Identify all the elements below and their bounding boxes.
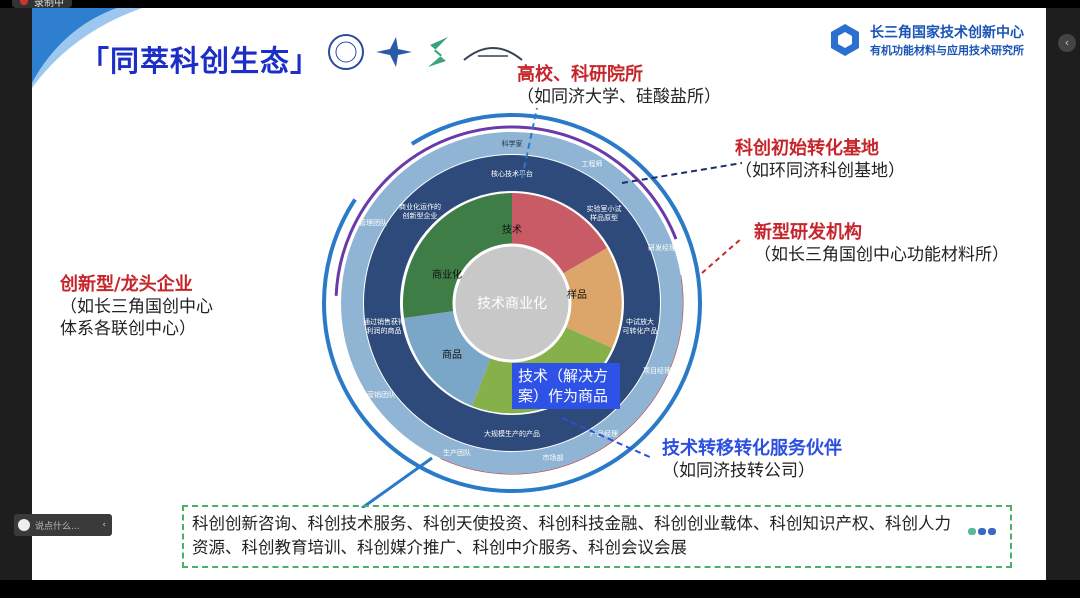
- role-management-team: 管理团队: [359, 218, 387, 227]
- role-product-manager: 产品经理: [590, 429, 618, 438]
- label-line: （如长三角国创中心功能材料所）: [754, 245, 1009, 265]
- dots-decoration: [968, 528, 996, 535]
- roles-ring: [341, 132, 683, 474]
- ring-label-enterprise: 商业化运作的创新型企业: [399, 202, 441, 220]
- arrow-services: [361, 456, 433, 508]
- role-project-manager: 项目经理: [643, 366, 671, 375]
- label-incubation-base: 科创初始转化基地（如环同济科创基地）: [735, 138, 905, 182]
- label-line: （如长三角国创中心: [60, 297, 213, 317]
- ring-label-prototype: 实验室小试样品原型: [587, 204, 622, 222]
- label-universities: 高校、科研院所（如同济大学、硅酸盐所）: [517, 64, 721, 108]
- label-line: 高校、科研院所: [517, 64, 643, 85]
- star-logo: [376, 37, 412, 67]
- presentation-slide: 「同萃科创生态」 长三角国家技术创新中心有机功能材料与应用技术研究所 高校、科研…: [32, 8, 1046, 580]
- role-engineer: 工程师: [582, 159, 603, 168]
- label-line: 技术转移转化服务伙伴: [662, 438, 842, 459]
- bottom-bar: [0, 580, 1080, 598]
- emoji-icon[interactable]: [18, 519, 30, 531]
- arrow-universities: [521, 108, 538, 179]
- ecosystem-diagram: 技术商业化 技术 样品 商业化 商品 核心技术平台 实验室小试样品原型 中试放大…: [322, 108, 742, 508]
- segment-label-sample: 样品: [567, 288, 587, 301]
- slide-title: 「同萃科创生态」: [80, 44, 321, 78]
- label-line: 新型研发机构: [754, 222, 862, 243]
- sitri-logo: [463, 47, 523, 61]
- ring-label-pilot: 中试放大可转化产品: [623, 317, 658, 335]
- outer-ring-purple: [334, 125, 690, 481]
- top-bar: 录制中: [0, 0, 1080, 9]
- collapse-side-panel-button[interactable]: ‹: [1058, 34, 1076, 52]
- segment-label-goods: 商品: [442, 348, 462, 361]
- arrow-rd: [701, 237, 742, 274]
- segment-label-commerce: 商业化: [432, 268, 462, 281]
- role-scientist: 科学家: [502, 139, 523, 148]
- role-sales-team: 营销团队: [367, 390, 395, 399]
- record-icon: [20, 0, 28, 5]
- label-line: 创新型/龙头企业: [60, 274, 193, 295]
- university-seal-logo: [328, 34, 364, 70]
- label-enterprises: 创新型/龙头企业（如长三角国创中心体系各联创中心）: [60, 274, 213, 340]
- corner-swoosh: [32, 8, 142, 88]
- outer-ring-blue: [322, 113, 702, 493]
- label-line: （如环同济科创基地）: [735, 161, 905, 181]
- arrow-incubation: [621, 162, 742, 184]
- stages-ring: [364, 155, 660, 451]
- label-line: （如同济技转公司）: [662, 461, 815, 481]
- label-rd-institutes: 新型研发机构（如长三角国创中心功能材料所）: [754, 222, 1009, 266]
- label-line: （如同济大学、硅酸盐所）: [517, 87, 721, 107]
- center-circle: [452, 243, 572, 363]
- services-box: 科创创新咨询、科创技术服务、科创天使投资、科创科技金融、科创创业载体、科创知识产…: [182, 505, 1012, 568]
- ring-label-sales: 通过销售获得利润的商品: [363, 317, 405, 335]
- s-logo: [428, 37, 448, 67]
- label-line: 科创初始转化基地: [735, 138, 879, 159]
- segment-label-tech: 技术: [502, 223, 522, 236]
- brand-logo: [831, 24, 859, 56]
- label-tech-transfer: 技术转移转化服务伙伴（如同济技转公司）: [662, 438, 842, 482]
- role-production-team: 生产团队: [443, 448, 471, 457]
- role-marketing: 市场部: [543, 453, 564, 462]
- brand-header: 长三角国家技术创新中心有机功能材料与应用技术研究所: [828, 22, 1024, 58]
- recording-indicator[interactable]: 录制中: [12, 0, 72, 9]
- brand-subtitle: 有机功能材料与应用技术研究所: [870, 44, 1024, 57]
- ring-label-mass-production: 大规模生产的产品: [484, 429, 540, 438]
- center-label: 技术商业化: [477, 296, 547, 312]
- services-text: 科创创新咨询、科创技术服务、科创天使投资、科创科技金融、科创创业载体、科创知识产…: [192, 514, 951, 557]
- chat-placeholder: 说点什么...: [35, 521, 80, 532]
- brand-name: 长三角国家技术创新中心: [870, 25, 1024, 41]
- partner-logos: [328, 34, 524, 70]
- chat-input[interactable]: 说点什么... ‹: [14, 514, 112, 536]
- chevron-left-icon[interactable]: ‹: [102, 520, 106, 530]
- arrow-tech-transfer: [561, 417, 653, 459]
- role-rd-manager: 研发经理: [648, 243, 676, 252]
- label-line: 体系各联创中心）: [60, 319, 196, 339]
- recording-label: 录制中: [34, 0, 64, 9]
- commodity-callout: 技术（解决方案）作为商品: [512, 363, 620, 409]
- ring-label-core-platform: 核心技术平台: [491, 169, 533, 178]
